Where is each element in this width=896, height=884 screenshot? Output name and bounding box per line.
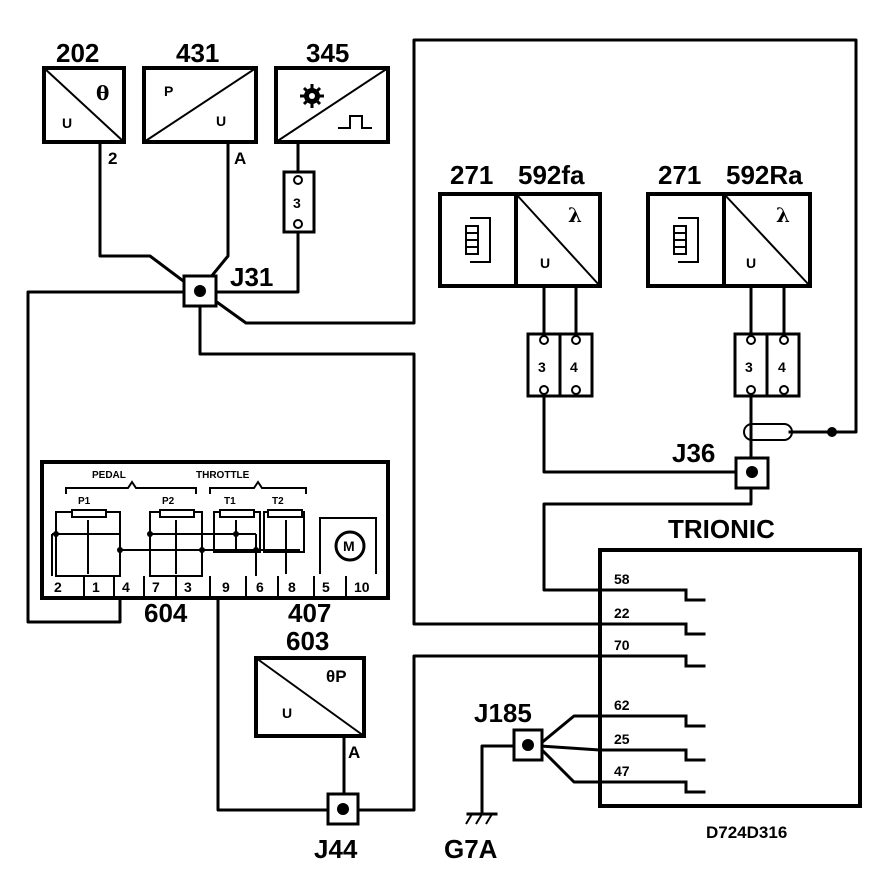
diagram-code: D724D316 — [706, 823, 787, 842]
ground-icon: G7A — [444, 812, 498, 864]
component-271-592ra: 271 592Ra λ U 3 4 — [646, 160, 812, 398]
trionic-pin-25: 25 — [598, 731, 706, 762]
ground-label: G7A — [444, 834, 498, 864]
group-pedal-label: PEDAL — [92, 470, 126, 481]
component-592ra-pin-b: 4 — [778, 359, 786, 375]
group-throttle-label: THROTTLE — [196, 470, 250, 481]
component-604: PEDAL THROTTLE P1 P2 T1 T2 — [40, 460, 390, 628]
component-271b-number: 271 — [658, 160, 701, 190]
component-603-number: 603 — [286, 626, 329, 656]
theta-symbol-icon: θ — [96, 81, 109, 105]
junction-j36-label: J36 — [672, 438, 715, 468]
pin-label: 1 — [92, 579, 100, 595]
component-592ra-number: 592Ra — [726, 160, 803, 190]
svg-text:22: 22 — [614, 605, 630, 621]
pin-label: 6 — [256, 579, 264, 595]
pin-label: 7 — [152, 579, 160, 595]
component-345: 345 3 — [274, 38, 390, 234]
pin-label: 4 — [122, 579, 130, 595]
junction-j185-label: J185 — [474, 698, 532, 728]
component-431-number: 431 — [176, 38, 219, 68]
component-604-number: 604 — [144, 598, 188, 628]
component-202-number: 202 — [56, 38, 99, 68]
component-603-input: U — [282, 705, 292, 721]
junction-j31: J31 — [182, 262, 273, 308]
pin-label: 3 — [184, 579, 192, 595]
svg-text:25: 25 — [614, 731, 630, 747]
component-431-top: P — [164, 83, 173, 99]
component-345-connector-pin: 3 — [293, 195, 301, 211]
pulse-wave-icon — [338, 115, 372, 129]
trionic-pin-62: 62 — [598, 697, 706, 728]
trionic-title: TRIONIC — [668, 514, 775, 544]
component-271-592fa: 271 592fa λ U 3 4 — [438, 160, 602, 398]
gear-icon — [300, 84, 324, 108]
svg-text:47: 47 — [614, 763, 630, 779]
junction-j44-label: J44 — [314, 834, 358, 864]
lambda-symbol-icon: λ — [568, 203, 582, 227]
component-345-number: 345 — [306, 38, 349, 68]
component-603-pin: A — [348, 743, 360, 762]
wires — [26, 38, 858, 814]
trionic-pin-22: 22 — [598, 605, 706, 636]
pot-t1: T1 — [213, 496, 261, 553]
component-431: 431 P U A — [142, 38, 258, 168]
component-202-pin: 2 — [108, 149, 117, 168]
junction-j31-label: J31 — [230, 262, 273, 292]
component-592fa-pin-b: 4 — [570, 359, 578, 375]
lambda-symbol-icon: λ — [776, 203, 790, 227]
component-271a-number: 271 — [450, 160, 493, 190]
component-431-pin: A — [234, 149, 246, 168]
svg-text:58: 58 — [614, 571, 630, 587]
component-202-input: U — [62, 115, 72, 131]
pot-p2-label: P2 — [162, 496, 175, 507]
pin-label: 10 — [354, 579, 370, 595]
pin-label: 8 — [288, 579, 296, 595]
component-trionic: TRIONIC 58 22 70 62 25 47 D724D316 — [598, 514, 862, 842]
junction-j185: J185 — [474, 698, 544, 762]
pot-t2: T2 — [263, 496, 305, 574]
shielded-wire-loop — [743, 423, 837, 441]
svg-text:M: M — [343, 538, 355, 554]
svg-text:62: 62 — [614, 697, 630, 713]
heater-element-icon — [465, 217, 491, 263]
junction-j44: J44 — [314, 792, 360, 864]
pin-label: 2 — [54, 579, 62, 595]
motor-icon: M — [319, 517, 377, 574]
component-592ra-pin-a: 3 — [745, 359, 753, 375]
component-592fa-pin-a: 3 — [538, 359, 546, 375]
component-431-bottom: U — [216, 113, 226, 129]
trionic-pin-58: 58 — [598, 571, 706, 602]
junction-j36: J36 — [672, 438, 770, 490]
svg-text:70: 70 — [614, 637, 630, 653]
component-592fa-bottom: U — [540, 255, 550, 271]
component-592ra-bottom: U — [746, 255, 756, 271]
trionic-pin-47: 47 — [598, 763, 706, 794]
pin-label: 5 — [322, 579, 330, 595]
component-603: 603 U θP A — [254, 626, 366, 762]
heater-element-icon — [673, 217, 699, 263]
component-202: 202 U θ 2 — [42, 38, 126, 168]
component-407-number: 407 — [288, 598, 331, 628]
pot-t1-label: T1 — [224, 496, 236, 507]
pin-label: 9 — [222, 579, 230, 595]
trionic-pin-70: 70 — [598, 637, 706, 668]
pot-p1: P1 — [55, 496, 121, 577]
pot-t2-label: T2 — [272, 496, 284, 507]
theta-p-symbol-icon: θP — [326, 667, 347, 686]
pot-p1-label: P1 — [78, 496, 91, 507]
component-592fa-number: 592fa — [518, 160, 585, 190]
